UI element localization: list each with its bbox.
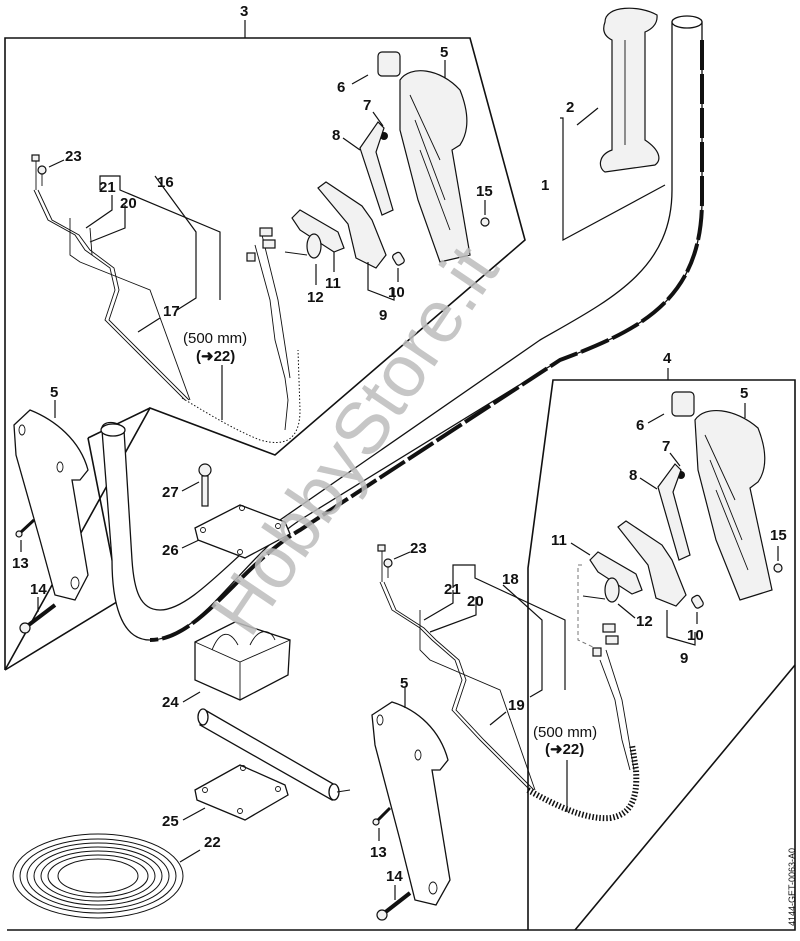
callout-18-lower: 18: [502, 571, 519, 588]
callout-12-upper: 12: [307, 289, 324, 306]
callout-14-left: 14: [30, 581, 47, 598]
cable-conduit-lower: [526, 744, 640, 822]
callout-5-bottom: 5: [400, 675, 408, 692]
callout-20-lower: 20: [467, 593, 484, 610]
callout-24: 24: [162, 694, 179, 711]
callout-13-left: 13: [12, 555, 29, 572]
callout-25: 25: [162, 813, 179, 830]
cable-coil-part-22: [12, 833, 184, 919]
callout-15-upper: 15: [476, 183, 493, 200]
lever-part-8-lower: [657, 463, 691, 561]
leader-1: [560, 117, 666, 242]
callout-5-lower: 5: [740, 385, 748, 402]
callout-6-upper: 6: [337, 79, 345, 96]
pin-part-10-upper: [392, 251, 405, 266]
callout-7-lower: 7: [662, 438, 670, 455]
wiring-harness-upper: [33, 189, 291, 431]
callout-7-upper: 7: [363, 97, 371, 114]
handle-cover-part-5-bottom: [371, 701, 451, 906]
callout-5-upper: 5: [440, 44, 448, 61]
callout-23-upper: 23: [65, 148, 82, 165]
callout-8-lower: 8: [629, 467, 637, 484]
cable-conduit-upper: [181, 349, 301, 443]
callout-11-lower: 11: [551, 532, 567, 549]
callout-23-lower: 23: [410, 540, 427, 557]
callout-12-lower: 12: [636, 613, 653, 630]
screw-part-23-lower: [377, 544, 393, 582]
housing-part-5-lower: [694, 409, 773, 601]
nut-part-15-lower: [773, 563, 783, 573]
callout-11-upper: 11: [325, 275, 341, 292]
clamp-part-25: [194, 764, 289, 821]
callout-8-upper: 8: [332, 127, 340, 144]
callout-1: 1: [541, 177, 549, 194]
pin-part-10-lower: [691, 594, 704, 609]
lock-lever-part-11-lower: [589, 551, 643, 595]
callout-16-upper: 16: [157, 174, 174, 191]
callout-22: 22: [204, 834, 221, 851]
screw-part-23-upper: [31, 154, 47, 190]
nut-part-15-upper: [480, 217, 490, 227]
callout-4: 4: [663, 350, 672, 367]
spring-part-12-lower: [582, 577, 620, 603]
grip-part-2: [599, 7, 660, 173]
callout-17-upper: 17: [163, 303, 180, 320]
cable-length-note-upper: (500 mm): [183, 330, 247, 347]
callout-9-upper: 9: [379, 307, 387, 324]
callout-15-lower: 15: [770, 527, 787, 544]
callout-6-lower: 6: [636, 417, 644, 434]
lever-part-8-upper: [359, 121, 394, 216]
callout-27: 27: [162, 484, 179, 501]
screw-part-13-left: [15, 518, 36, 538]
callout-26: 26: [162, 542, 179, 559]
callout-3: 3: [240, 3, 248, 20]
clamp-block-part-24: [194, 621, 291, 701]
callout-19-lower: 19: [508, 697, 525, 714]
callout-10-upper: 10: [388, 284, 405, 301]
switch-part-6-lower: [671, 391, 695, 417]
callout-20-upper: 20: [120, 195, 137, 212]
callout-2: 2: [566, 99, 574, 116]
callout-13-bottom: 13: [370, 844, 387, 861]
watermark: HobbyStore.it: [194, 230, 514, 648]
cable-ref-note-lower: (➜22): [545, 741, 584, 758]
document-code: 4144-GET-0063-A0: [787, 848, 797, 926]
screw-part-27: [198, 463, 212, 507]
callout-10-lower: 10: [687, 627, 704, 644]
callout-21-upper: 21: [99, 179, 116, 196]
leader-2: [576, 107, 599, 126]
assembly-guide-dashed: [577, 564, 596, 649]
handle-cover-part-5-left: [13, 409, 89, 601]
drive-shaft-tube: [197, 708, 351, 802]
housing-part-5-upper: [399, 70, 471, 263]
callout-14-bottom: 14: [386, 868, 403, 885]
screw-part-14-left: [19, 603, 57, 634]
trigger-part-9-upper: [317, 181, 387, 269]
switch-part-6-upper: [377, 51, 401, 77]
wiring-harness-lower: [379, 581, 635, 791]
lock-lever-part-11-upper: [291, 209, 345, 253]
spring-part-12-upper: [284, 233, 322, 259]
callout-5-left: 5: [50, 384, 58, 401]
screw-part-13-bottom: [372, 806, 392, 826]
handlebar-tube: [100, 15, 704, 642]
callout-9-lower: 9: [680, 650, 688, 667]
cable-ref-note-upper: (➜22): [196, 348, 235, 365]
cable-length-note-lower: (500 mm): [533, 724, 597, 741]
screw-part-14-bottom: [376, 891, 412, 921]
callout-21-lower: 21: [444, 581, 461, 598]
trigger-part-9-lower: [617, 520, 687, 607]
assembly-4-frame: [7, 368, 796, 931]
